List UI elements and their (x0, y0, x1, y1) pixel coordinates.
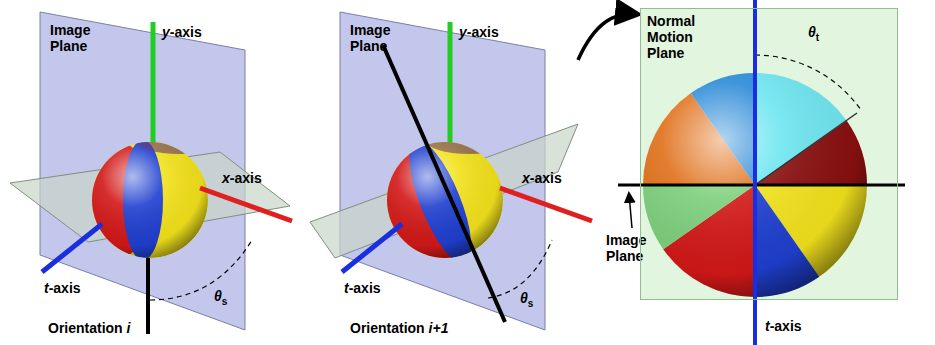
rotation-axis (383, 45, 505, 322)
plane-label: Image Plane (50, 22, 102, 54)
panel-title: Normal Motion Plane (641, 9, 725, 65)
motion-direction (755, 113, 857, 185)
axis-label: x-axis (222, 170, 262, 186)
angle-arc (150, 240, 252, 300)
y-axis-line (151, 22, 156, 145)
image-plane-line (618, 184, 905, 187)
angle-arc (755, 55, 861, 110)
axis-label: t-axis (44, 280, 81, 296)
plane-panel: Normal Motion Plane (640, 8, 898, 300)
axis-label: t-axis (765, 318, 802, 334)
plane-label: Image Plane (350, 22, 402, 54)
x-axis-line (200, 188, 292, 221)
sphere (70, 126, 225, 260)
normal-motion-plane-fill (640, 8, 898, 300)
plane-label: Image Plane (606, 232, 658, 264)
t-axis-line (342, 224, 402, 272)
x-axis-line (500, 188, 592, 221)
zoom-arrow (578, 14, 636, 60)
rotation-axis (146, 258, 150, 334)
leader-arrow (629, 194, 632, 228)
axis-label: y-axis (459, 24, 499, 40)
sphere (351, 126, 515, 289)
axis-label: x-axis (522, 170, 562, 186)
panel-caption: Orientation i+1 (350, 320, 448, 336)
panel-caption: Orientation i (48, 320, 130, 336)
angle-arc (488, 240, 552, 298)
t-axis-line (753, 0, 757, 345)
t-axis-line (42, 224, 102, 272)
y-axis-line (448, 22, 453, 145)
axis-label: t-axis (344, 280, 381, 296)
angle-label: θs (520, 290, 533, 309)
axis-label: y-axis (162, 24, 202, 40)
angle-label: θt (808, 24, 819, 43)
angle-label: θs (214, 288, 227, 307)
tilted-plane (310, 124, 578, 258)
